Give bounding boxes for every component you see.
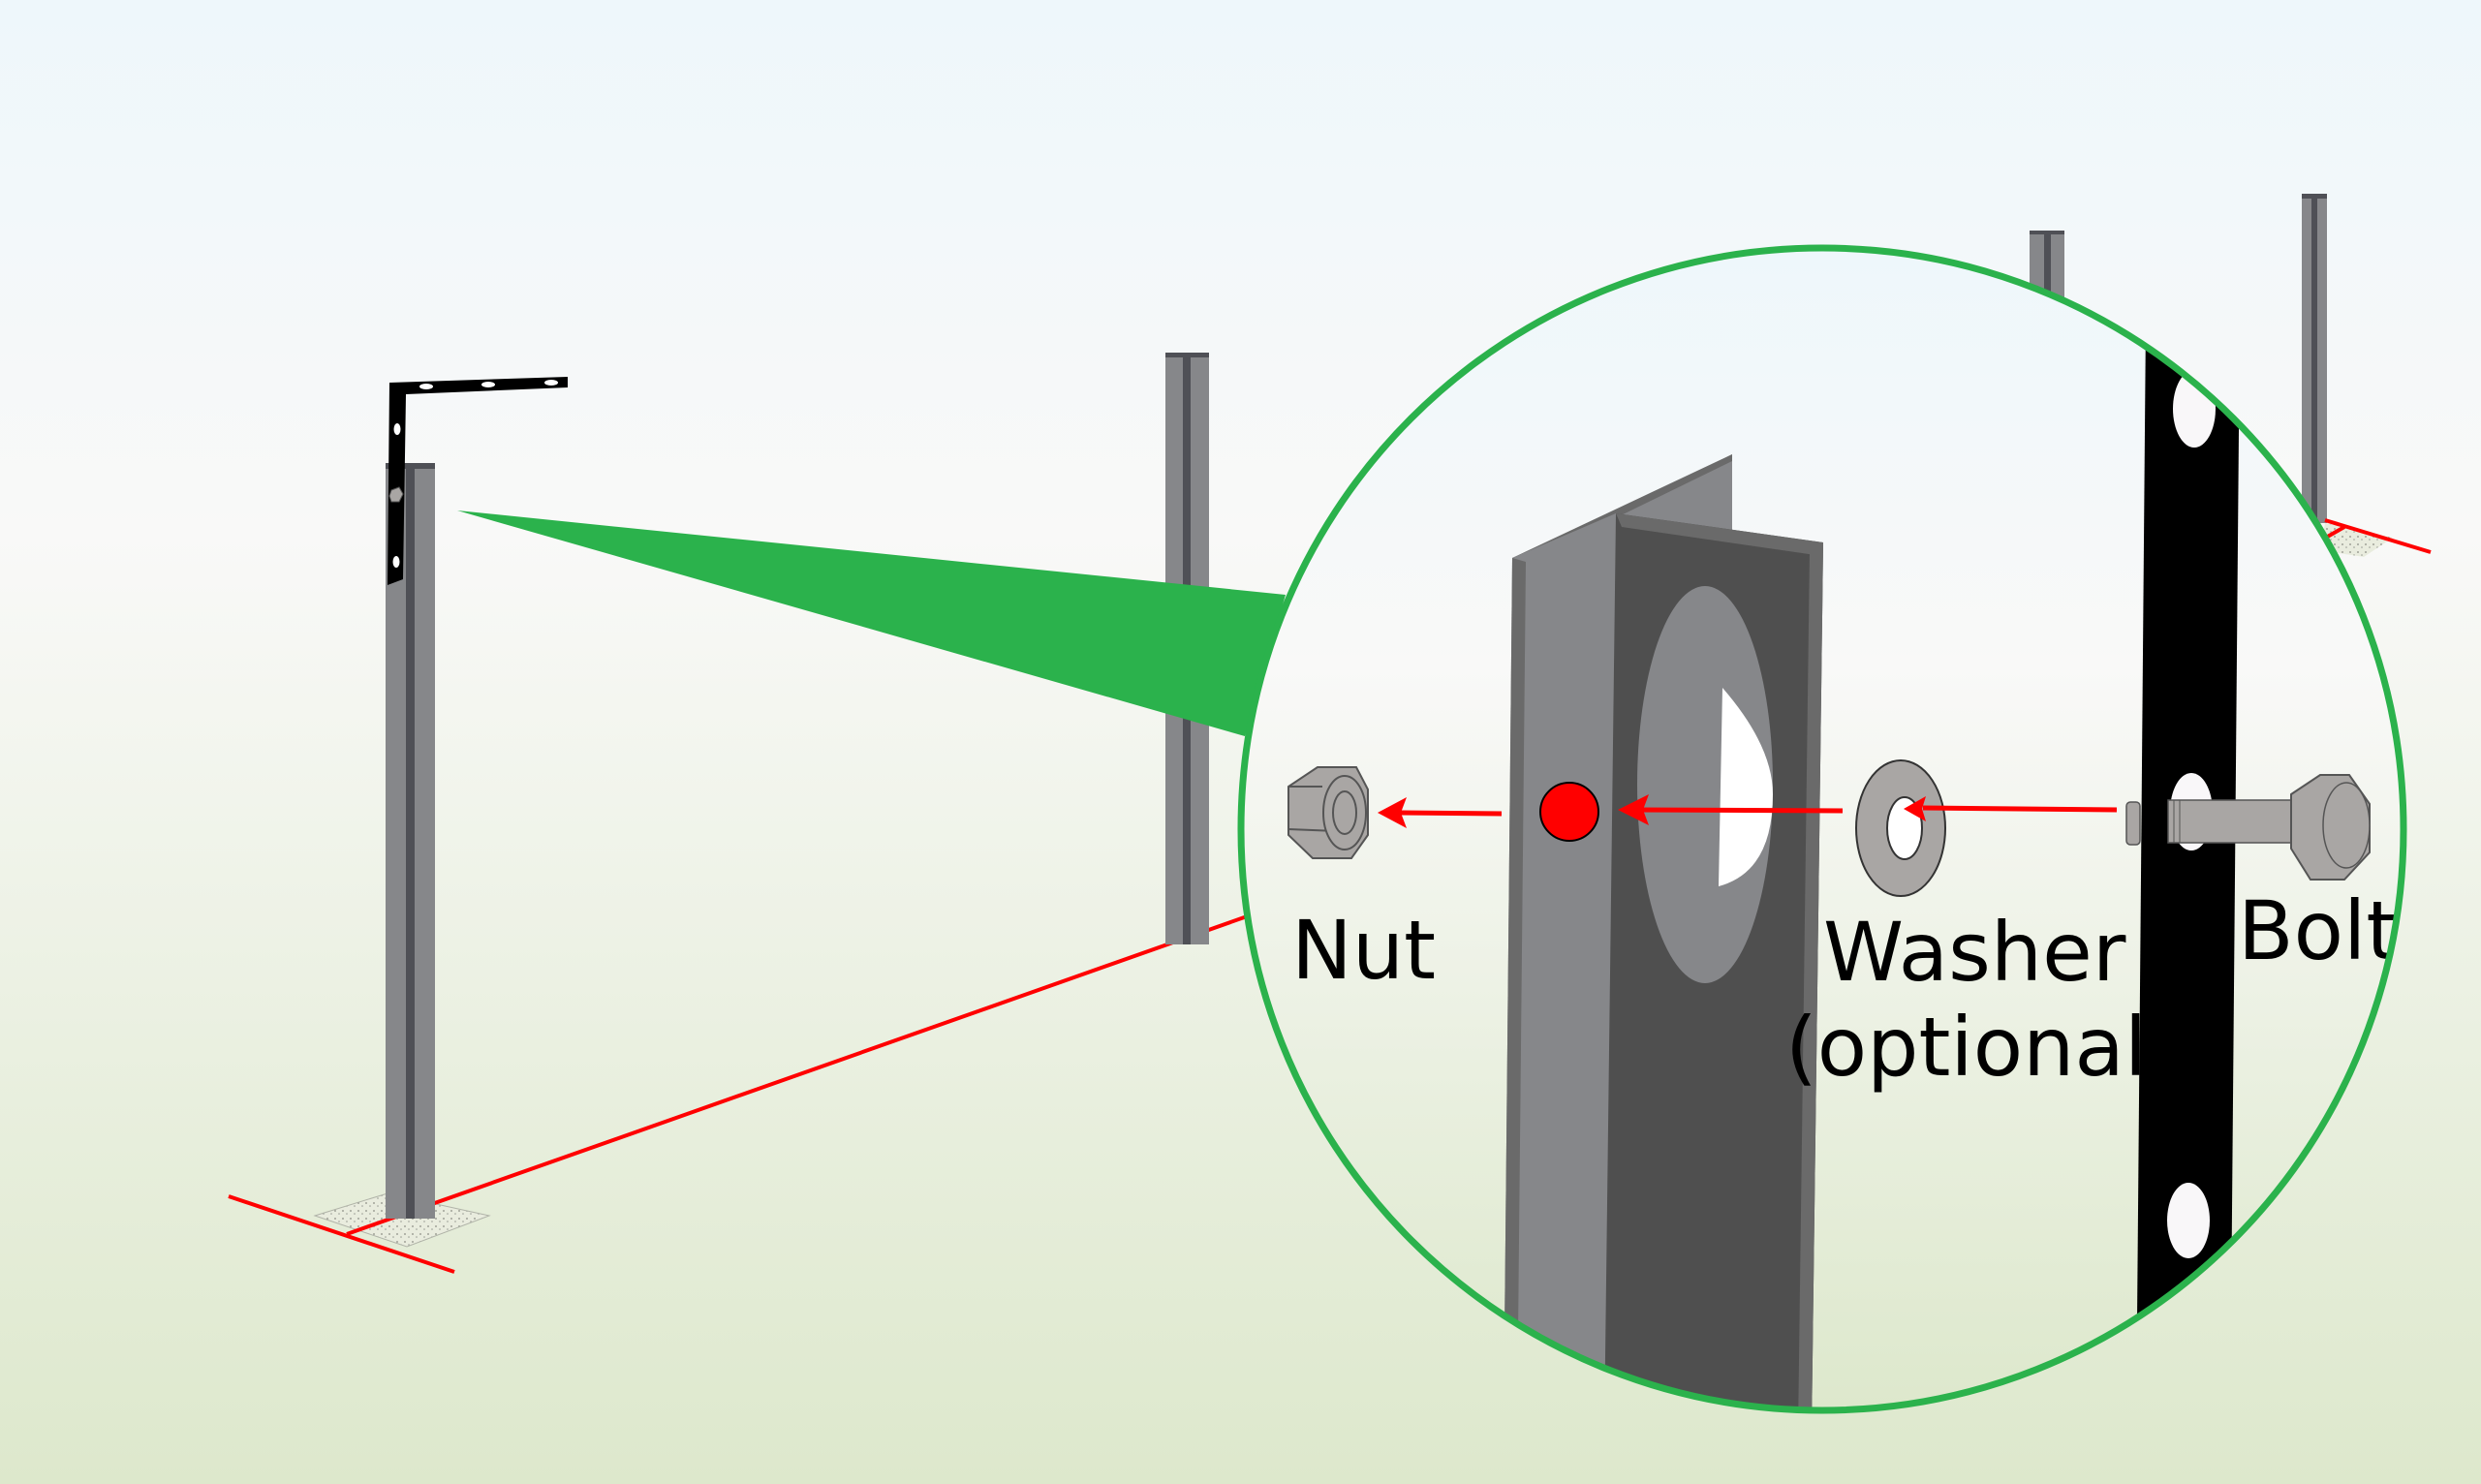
- label-nut: Nut: [1291, 903, 1436, 998]
- angle-post: [1504, 454, 1823, 1410]
- layout-line-cross: [228, 1194, 455, 1274]
- magnified-detail: Nut Washer (optional) Bolt: [1287, 320, 2398, 1410]
- zoom-callout-beam: [457, 510, 1286, 736]
- label-washer-optional: (optional): [1785, 1000, 2179, 1095]
- concrete-footing: [313, 1192, 491, 1248]
- zoom-lens-border: [1237, 244, 2407, 1414]
- washer-icon: [1855, 759, 1946, 897]
- bracket-bolt-icon: [388, 486, 404, 503]
- nut-icon: [1287, 766, 1369, 859]
- corner-post: [386, 463, 435, 1219]
- corner-bracket: [388, 377, 568, 585]
- layout-line-run: [346, 913, 1251, 1236]
- arrow-head-icon: [1378, 797, 1407, 828]
- arrow-head-icon: [1618, 794, 1649, 825]
- bolt-hole-marker: [1539, 782, 1599, 842]
- assembly-arrows: [1378, 794, 2118, 828]
- label-bolt: Bolt: [2238, 883, 2398, 978]
- bracket-bar: [2136, 320, 2240, 1410]
- arrow-head-icon: [1904, 796, 1926, 821]
- layout-lines: [228, 913, 1251, 1274]
- bolt-icon: [2125, 774, 2371, 881]
- label-washer: Washer: [1823, 905, 2126, 1000]
- post-far-right: [2302, 194, 2432, 557]
- post-hole: [1637, 586, 1773, 983]
